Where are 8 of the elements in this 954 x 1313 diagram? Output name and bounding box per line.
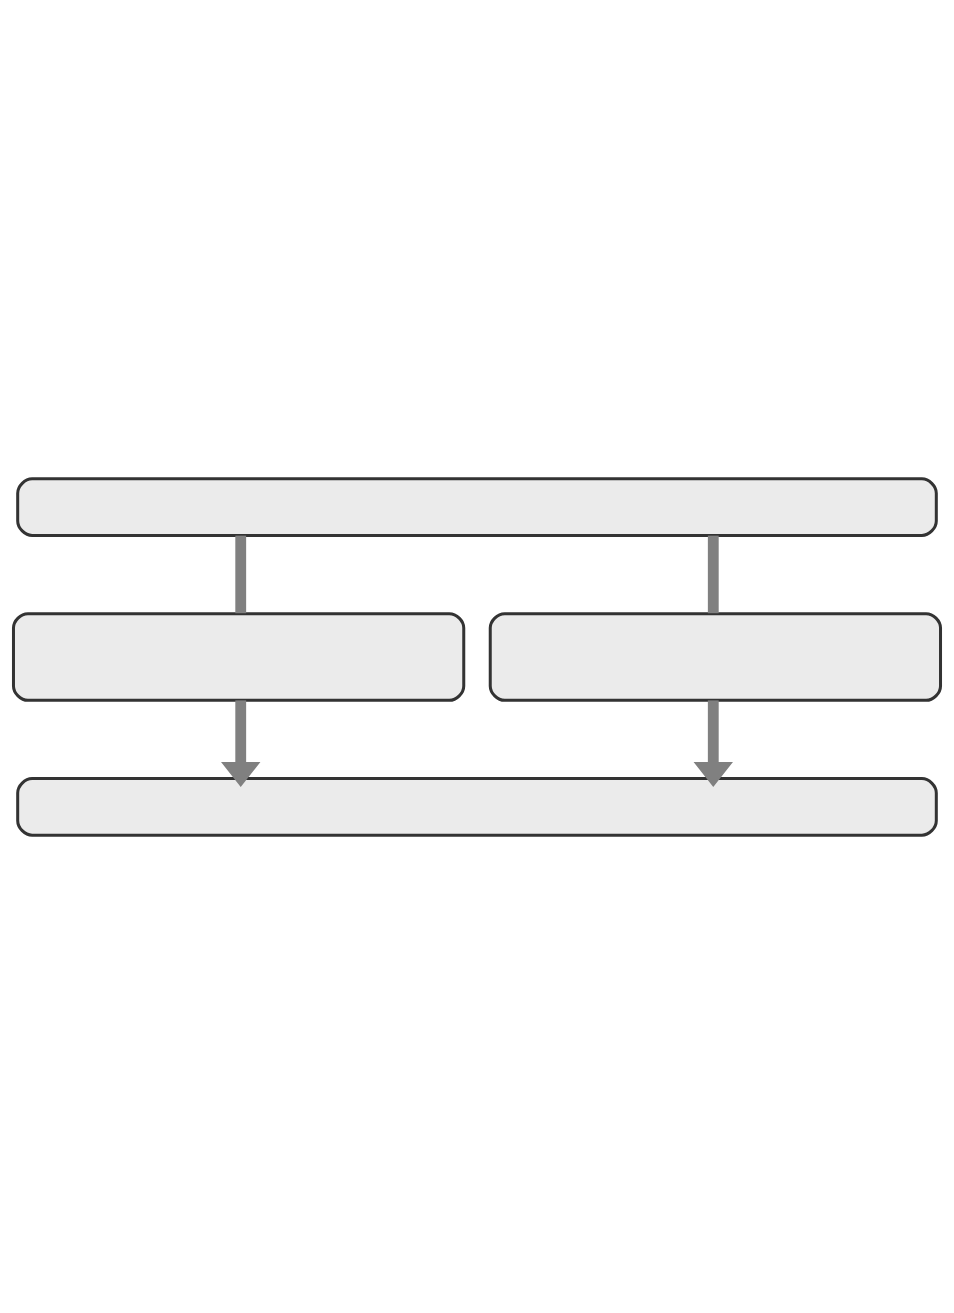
arrow bbox=[693, 699, 733, 787]
connector bbox=[707, 535, 719, 613]
node-box bbox=[16, 476, 938, 537]
arrow bbox=[221, 699, 261, 787]
connector bbox=[235, 535, 247, 613]
node-box bbox=[488, 611, 943, 702]
node-box bbox=[11, 611, 466, 702]
node-box bbox=[16, 776, 938, 837]
